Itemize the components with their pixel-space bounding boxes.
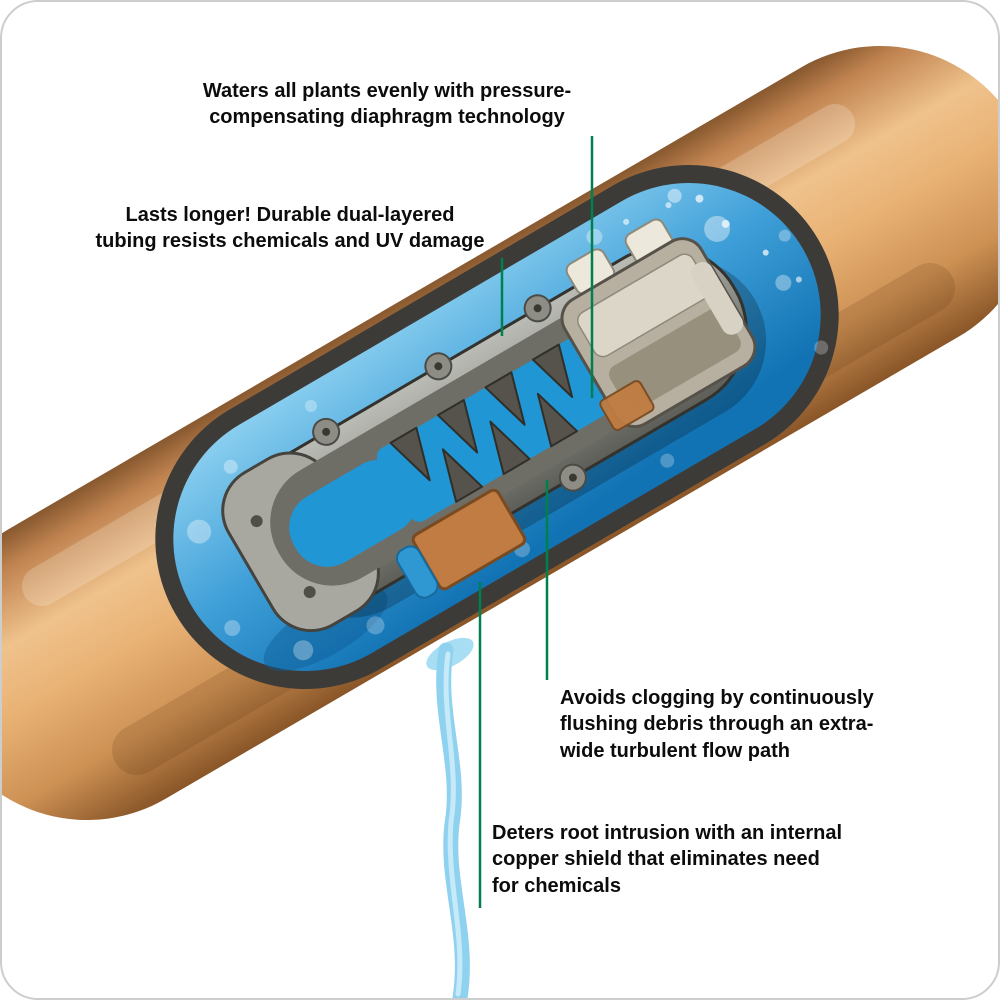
outlet-peg [395, 545, 439, 599]
diaphragm-unit [560, 218, 757, 431]
water-sparkles [623, 194, 802, 283]
turbulent-flow-path [289, 335, 620, 567]
annotation-root-intrusion: Deters root intrusion with an internal c… [492, 822, 843, 897]
copper-detail [599, 380, 655, 431]
annotation-durability: Lasts longer! Durable dual-layered tubin… [95, 204, 485, 253]
labyrinth-teeth [389, 343, 579, 503]
cutaway-section [155, 164, 839, 690]
emitter-mounting-tabs [312, 294, 587, 558]
annotation-anti-clog: Avoids clogging by continuously flushing… [560, 687, 874, 762]
annotation-pressure-compensation: Waters all plants evenly with pressure- … [202, 80, 572, 129]
leader-lines [478, 136, 594, 908]
water-drip-stream [426, 637, 474, 998]
